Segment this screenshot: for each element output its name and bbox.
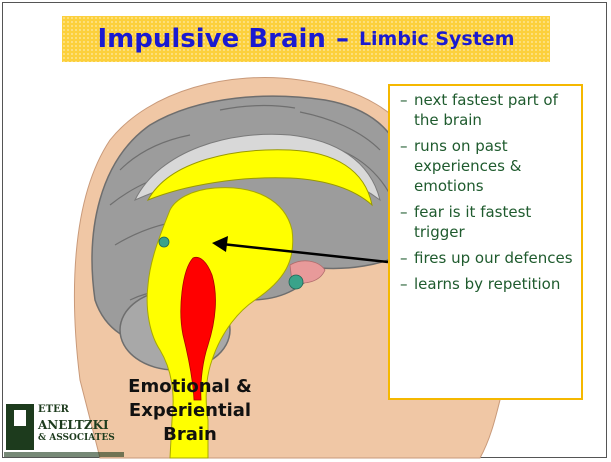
bullet-item: – runs on past experiences & emotions xyxy=(400,136,573,196)
bullet-dash: – xyxy=(400,274,414,294)
bullet-text: fear is it fastest trigger xyxy=(414,202,573,242)
logo-line-2: ANELTZKI xyxy=(38,418,109,432)
bullet-dash: – xyxy=(400,136,414,196)
teal-dot-right xyxy=(289,275,303,289)
teal-dot-left xyxy=(159,237,169,247)
bullet-panel: – next fastest part of the brain – runs … xyxy=(388,84,583,400)
bullet-item: – next fastest part of the brain xyxy=(400,90,573,130)
bullet-dash: – xyxy=(400,248,414,268)
bullet-text: learns by repetition xyxy=(414,274,573,294)
bullet-item: – learns by repetition xyxy=(400,274,573,294)
caption-line-1: Emotional & xyxy=(100,375,280,399)
logo-line-1: ETER xyxy=(38,404,69,415)
bullet-dash: – xyxy=(400,202,414,242)
bullet-dash: – xyxy=(400,90,414,130)
company-logo: ETER ANELTZKI & ASSOCIATES xyxy=(4,400,134,458)
bullet-text: next fastest part of the brain xyxy=(414,90,573,130)
logo-line-3: & ASSOCIATES xyxy=(38,433,115,443)
bullet-item: – fires up our defences xyxy=(400,248,573,268)
bullet-text: runs on past experiences & emotions xyxy=(414,136,573,196)
bullet-item: – fear is it fastest trigger xyxy=(400,202,573,242)
bullet-text: fires up our defences xyxy=(414,248,573,268)
